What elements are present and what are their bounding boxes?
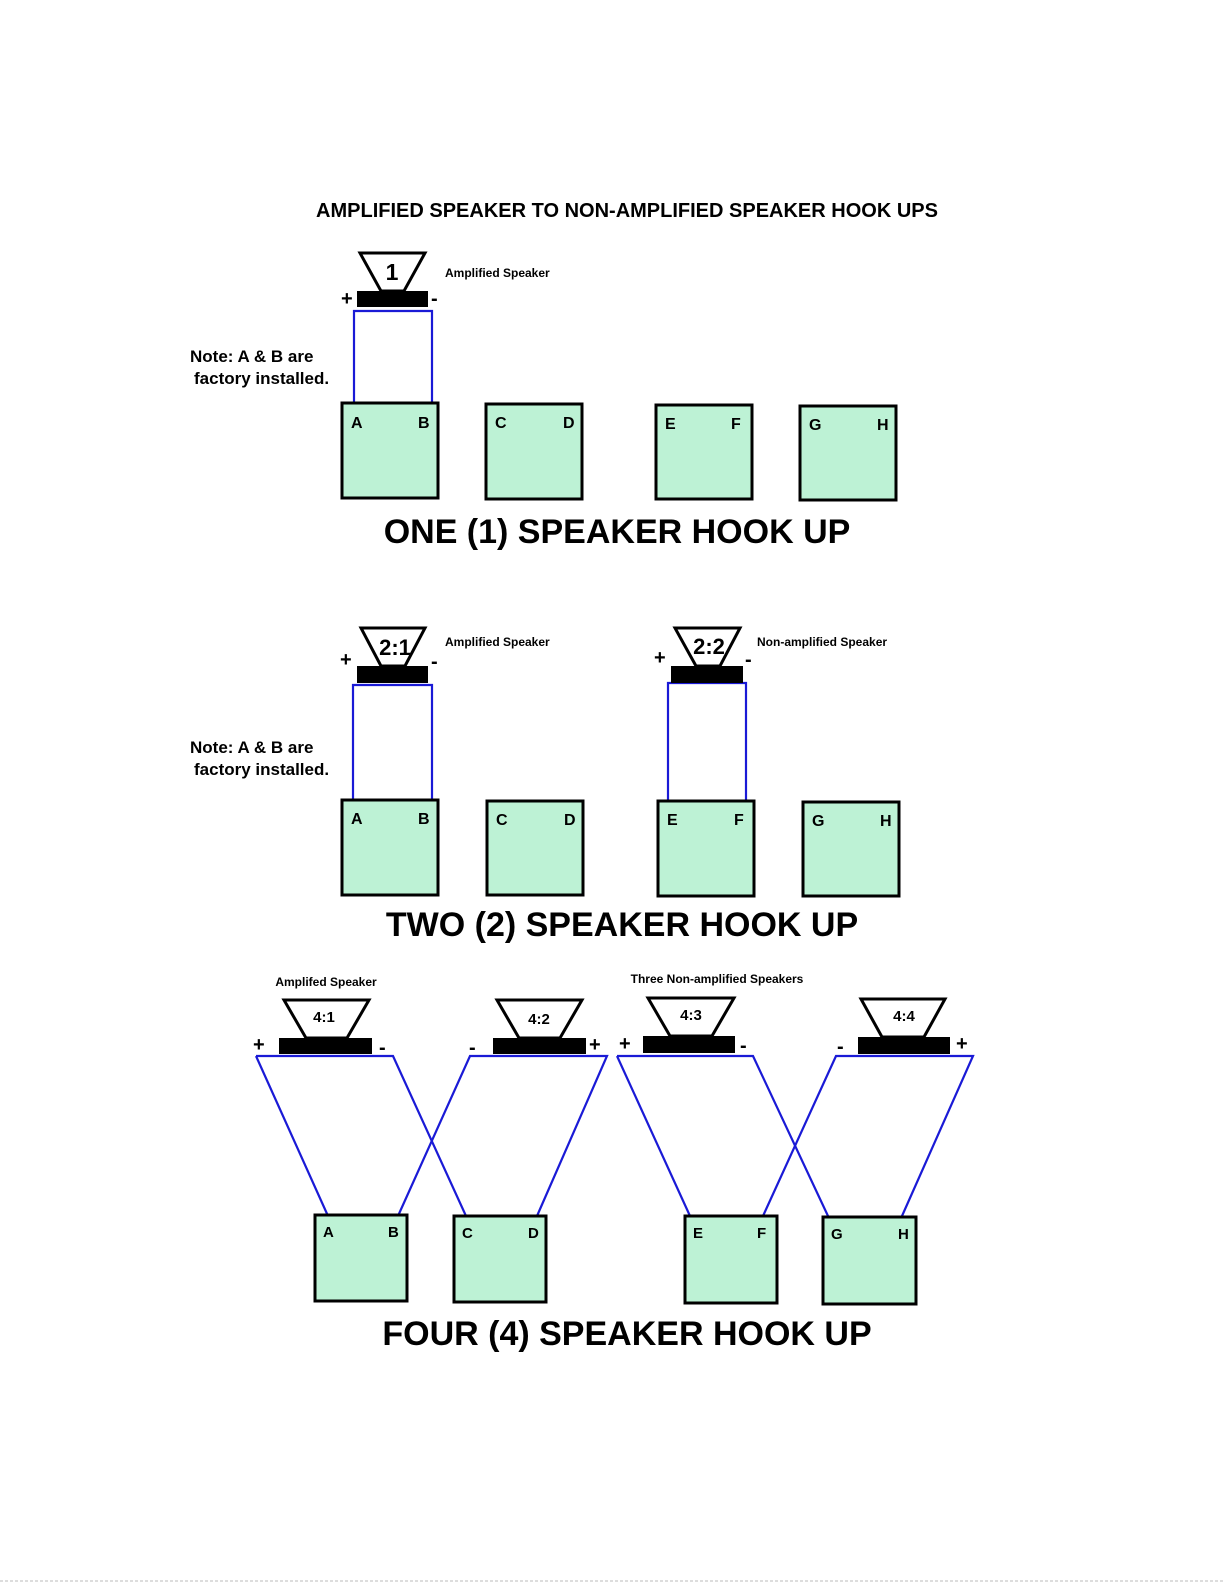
two-box-ef-right: F bbox=[734, 812, 744, 829]
four-box-gh-left: G bbox=[831, 1226, 843, 1243]
two-note-line2: factory installed. bbox=[194, 760, 329, 779]
four-wire-3-plus-to-e bbox=[615, 1055, 692, 1217]
section-one-speaker: 1 + - Amplified Speaker bbox=[341, 251, 550, 403]
four-speaker-4-label: 4:4 bbox=[893, 1008, 915, 1025]
four-box-ab-right: B bbox=[388, 1224, 399, 1241]
four-speaker-2-minus: - bbox=[469, 1037, 476, 1059]
one-speaker-1-magnet bbox=[357, 291, 428, 307]
four-box-gh-right: H bbox=[898, 1226, 909, 1243]
four-terminal-boxes: A B C D E F G H bbox=[313, 1213, 918, 1306]
section-four-wiring bbox=[254, 1054, 975, 1217]
one-box-gh bbox=[798, 404, 898, 502]
four-speaker-4-magnet bbox=[858, 1037, 950, 1054]
one-wire-loop bbox=[352, 309, 434, 403]
two-terminal-boxes: A B C D E F G H bbox=[340, 798, 901, 898]
two-box-ab bbox=[340, 798, 440, 897]
section-two-speakers: 2:1 + - Amplified Speaker 2:2 + - Non-am… bbox=[340, 626, 887, 801]
four-speaker-2-label: 4:2 bbox=[528, 1011, 550, 1028]
two-wire-loop-ef bbox=[666, 681, 748, 801]
four-speaker-3-magnet bbox=[643, 1036, 735, 1053]
four-heading: FOUR (4) SPEAKER HOOK UP bbox=[382, 1315, 871, 1353]
four-wire-2-to-b-d bbox=[396, 1054, 609, 1217]
four-speaker-4-plus: + bbox=[956, 1033, 968, 1055]
four-box-gh bbox=[821, 1215, 918, 1306]
one-terminal-boxes: A B C D E F G H bbox=[340, 401, 898, 502]
two-box-ef-left: E bbox=[667, 812, 678, 829]
four-speaker-1-plus: + bbox=[253, 1034, 265, 1056]
two-box-gh-left: G bbox=[812, 813, 824, 830]
four-speaker-3-plus: + bbox=[619, 1033, 631, 1055]
one-box-cd-right: D bbox=[563, 415, 575, 432]
two-speaker-2-magnet bbox=[671, 666, 743, 683]
four-wire-3-minus-to-g bbox=[617, 1054, 829, 1217]
four-box-ef bbox=[683, 1214, 779, 1305]
one-note-line2: factory installed. bbox=[194, 369, 329, 388]
two-speaker-1-minus: - bbox=[431, 651, 438, 673]
one-speaker-1-minus: - bbox=[431, 288, 438, 310]
two-speaker-2-plus: + bbox=[654, 647, 666, 669]
one-speaker-1-label: 1 bbox=[386, 259, 399, 285]
four-box-cd-left: C bbox=[462, 1225, 473, 1242]
two-speaker-2-minus: - bbox=[745, 649, 752, 671]
four-box-ef-left: E bbox=[693, 1225, 703, 1242]
four-wire-1-minus-to-c bbox=[256, 1054, 468, 1217]
four-speaker-1-minus: - bbox=[379, 1037, 386, 1059]
two-heading: TWO (2) SPEAKER HOOK UP bbox=[386, 906, 858, 944]
two-speaker-1-caption: Amplified Speaker bbox=[445, 635, 550, 649]
one-box-cd-left: C bbox=[495, 415, 507, 432]
four-box-cd bbox=[452, 1214, 548, 1304]
one-speaker-1-caption: Amplified Speaker bbox=[445, 266, 550, 280]
one-box-ef-left: E bbox=[665, 416, 676, 433]
two-wire-loop-ab bbox=[351, 683, 434, 800]
two-box-cd-right: D bbox=[564, 812, 576, 829]
four-speaker-3-minus: - bbox=[740, 1035, 747, 1057]
four-caption-non-amplified: Three Non-amplified Speakers bbox=[631, 972, 804, 986]
two-box-ab-right: B bbox=[418, 811, 430, 828]
page-title: AMPLIFIED SPEAKER TO NON-AMPLIFIED SPEAK… bbox=[316, 200, 938, 222]
two-box-ef bbox=[656, 799, 756, 898]
two-speaker-1-label: 2:1 bbox=[379, 635, 411, 660]
one-box-ef-right: F bbox=[731, 416, 741, 433]
two-box-ab-left: A bbox=[351, 811, 363, 828]
two-speaker-2-label: 2:2 bbox=[693, 634, 725, 659]
one-box-gh-right: H bbox=[877, 417, 889, 434]
four-box-cd-right: D bbox=[528, 1225, 539, 1242]
two-note-line1: Note: A & B are bbox=[190, 738, 313, 757]
two-speaker-2-caption: Non-amplified Speaker bbox=[757, 635, 887, 649]
two-speaker-1-plus: + bbox=[340, 649, 352, 671]
four-speaker-1-label: 4:1 bbox=[313, 1009, 335, 1026]
two-box-cd bbox=[485, 799, 585, 897]
four-speaker-3-label: 4:3 bbox=[680, 1007, 702, 1024]
one-speaker-1-plus: + bbox=[341, 288, 353, 310]
one-box-ab-right: B bbox=[418, 415, 430, 432]
four-box-ef-right: F bbox=[757, 1225, 766, 1242]
four-speaker-2-magnet bbox=[493, 1038, 586, 1054]
two-box-cd-left: C bbox=[496, 812, 508, 829]
four-speaker-4-minus: - bbox=[837, 1036, 844, 1058]
one-box-ab bbox=[340, 401, 440, 500]
one-box-cd bbox=[484, 402, 584, 501]
one-box-ef bbox=[654, 403, 754, 501]
section-four-speakers: Amplifed Speaker Three Non-amplified Spe… bbox=[253, 972, 968, 1059]
four-box-ab-left: A bbox=[323, 1224, 334, 1241]
four-speaker-2-plus: + bbox=[589, 1034, 601, 1056]
one-box-gh-left: G bbox=[809, 417, 821, 434]
four-wire-4-to-f-h bbox=[761, 1054, 975, 1217]
four-wire-1-plus-to-a bbox=[254, 1055, 330, 1217]
two-box-gh bbox=[801, 800, 901, 898]
four-box-ab bbox=[313, 1213, 409, 1303]
one-heading: ONE (1) SPEAKER HOOK UP bbox=[384, 513, 851, 551]
two-speaker-1-magnet bbox=[357, 666, 428, 683]
four-speaker-1-magnet bbox=[279, 1038, 372, 1054]
two-box-gh-right: H bbox=[880, 813, 892, 830]
one-box-ab-left: A bbox=[351, 415, 363, 432]
four-caption-amplified: Amplifed Speaker bbox=[275, 975, 377, 989]
one-note-line1: Note: A & B are bbox=[190, 347, 313, 366]
